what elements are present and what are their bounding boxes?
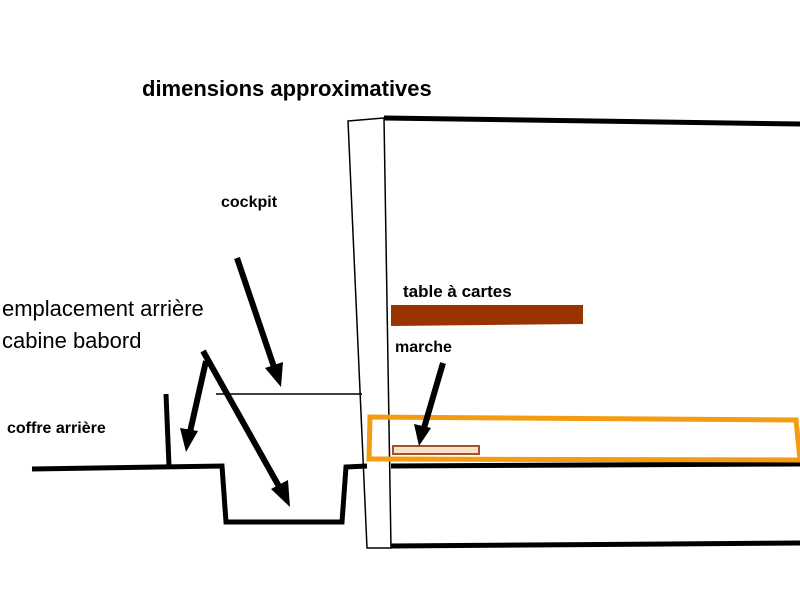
arrow-emplacement-right [200,349,290,507]
label-table-a-cartes: table à cartes [403,282,512,301]
marche-step [392,445,480,455]
table-a-cartes-bar [391,305,583,326]
cockpit-floor [31,463,368,525]
label-cockpit: cockpit [221,194,278,211]
coffre-stroke [163,393,172,467]
label-coffre-arriere: coffre arrière [7,420,106,437]
arrow-cockpit [234,257,283,387]
label-marche: marche [395,339,452,356]
diagram-title: dimensions approximatives [142,76,432,101]
label-emplacement-line1: emplacement arrière [2,296,204,321]
top-hull-line [383,115,800,127]
arrow-emplacement-left [180,360,209,452]
cabin-floor-line [390,461,800,469]
label-emplacement-line2: cabine babord [2,328,142,353]
berth-outline [366,414,800,463]
arrow-marche [414,362,446,446]
bulkhead [347,117,392,549]
bottom-hull-line [390,540,800,549]
